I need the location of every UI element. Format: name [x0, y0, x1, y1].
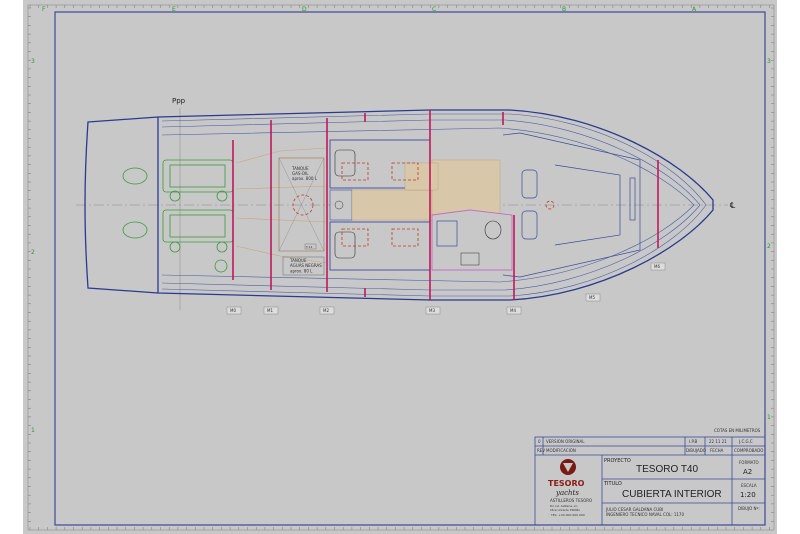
revision-description: VERSION ORIGINAL	[546, 439, 585, 444]
frame-tags: M0 M1 M2 M3 M4 M5 M6	[226, 262, 666, 315]
row-label: 3	[767, 58, 771, 65]
header-rev: REV	[537, 448, 545, 453]
frame-tag-m0: M0	[226, 306, 242, 315]
frame-tag-m3: M3	[425, 306, 441, 315]
fuel-tank-label: TANQUE	[291, 166, 309, 171]
project-label: PROYECTO	[604, 458, 631, 464]
col-label: B	[562, 6, 566, 13]
drawing-border	[54, 11, 766, 526]
black-water-tank-label: AGUAS NEGRAS	[290, 263, 322, 268]
title-block: COTAS EN MILIMETROS 0 VERSION ORIGINAL I…	[534, 428, 766, 526]
frame-tag-m2: M2	[319, 306, 335, 315]
hull-outline	[84, 109, 714, 301]
black-water-tank-label: TANQUE	[289, 258, 307, 263]
revision-date: 22 11 21	[709, 439, 727, 444]
grid-labels: F E D C B A 3 2 1 3 2 1	[31, 6, 771, 434]
row-label: 3	[31, 58, 35, 65]
frame-label: M0	[230, 308, 236, 313]
fuel-tank-label: GAS-OIL	[292, 171, 309, 176]
tank-tag: T-12	[305, 245, 313, 249]
author-name: JULIO CESAR GALDANA CUBI	[605, 507, 663, 512]
frame-tag-m4: M4	[506, 306, 522, 315]
col-label: D	[302, 6, 307, 13]
frame-tag-m1: M1	[263, 306, 279, 315]
header-drawn-by: DIBUJADO	[686, 448, 706, 453]
ruler-frame	[27, 4, 775, 531]
fuel-lines	[235, 147, 328, 264]
frame-label: M4	[510, 308, 516, 313]
frame-tag-m5: M5	[585, 293, 601, 302]
logo-brand: TESORO	[548, 479, 585, 488]
frame-label: M2	[323, 308, 329, 313]
header-date: FECHA	[710, 448, 724, 453]
frame-label: M1	[267, 308, 273, 313]
col-label: E	[172, 6, 176, 13]
company-name: ASTILLEROS TESORO	[550, 498, 592, 503]
frame-label: M3	[429, 308, 435, 313]
project-name: TESORO T40	[636, 464, 698, 475]
header-checked-by: COMPROBADO	[734, 448, 763, 453]
format-label: FORMATO	[739, 460, 759, 465]
col-label: F	[42, 6, 46, 13]
ruler-ticks	[28, 5, 774, 530]
frame-lines	[232, 110, 659, 300]
centerline-symbol: ℄	[730, 201, 736, 210]
company-phone: TEL: +34 000 000 000	[550, 513, 585, 517]
company-address: 03xxx Alicante, ESPAÑA	[550, 507, 580, 512]
drawing-number-label: DIBUJO Nº:	[738, 506, 760, 511]
col-label: A	[692, 6, 697, 13]
fuel-tank: TANQUE GAS-OIL aprox. 800 L T-12 TANQUE …	[278, 157, 325, 276]
forward-cockpit	[502, 132, 641, 278]
drawing-title: CUBIERTA INTERIOR	[622, 489, 722, 500]
row-label: 2	[31, 249, 35, 256]
revision-number: 0	[538, 439, 541, 444]
scale-label: ESCALA	[741, 483, 757, 488]
header-description: MODIFICACION	[546, 448, 576, 453]
frame-tag-m6: M6	[650, 262, 666, 271]
company-address: Pol. Ind. Astilleros, s/n	[550, 504, 578, 508]
row-label: 1	[31, 427, 35, 434]
logo-script: yachts	[555, 489, 579, 497]
black-water-tank-capacity: aprox. 80 L	[290, 269, 313, 274]
author-credentials: INGENIERO TECNICO NAVAL COL: 1170	[606, 512, 684, 517]
perpendicular-label: Ppp	[172, 97, 186, 105]
units-note: COTAS EN MILIMETROS	[714, 428, 761, 433]
fuel-tank-capacity: aprox. 800 L	[292, 176, 318, 181]
title-label: TITULO	[603, 481, 622, 487]
checked-by: J.C.G.C	[738, 439, 753, 444]
cabin-interior	[329, 139, 513, 271]
scale-value: 1:20	[740, 491, 756, 499]
frame-label: M6	[654, 264, 660, 269]
drawn-by: I.P.B	[689, 439, 698, 444]
row-label: 1	[767, 414, 771, 421]
row-label: 2	[767, 243, 771, 250]
tesoro-logo: TESORO yachts ASTILLEROS TESORO Pol. Ind…	[548, 459, 592, 517]
frame-label: M5	[589, 295, 595, 300]
format-value: A2	[743, 468, 752, 476]
col-label: C	[432, 6, 436, 13]
